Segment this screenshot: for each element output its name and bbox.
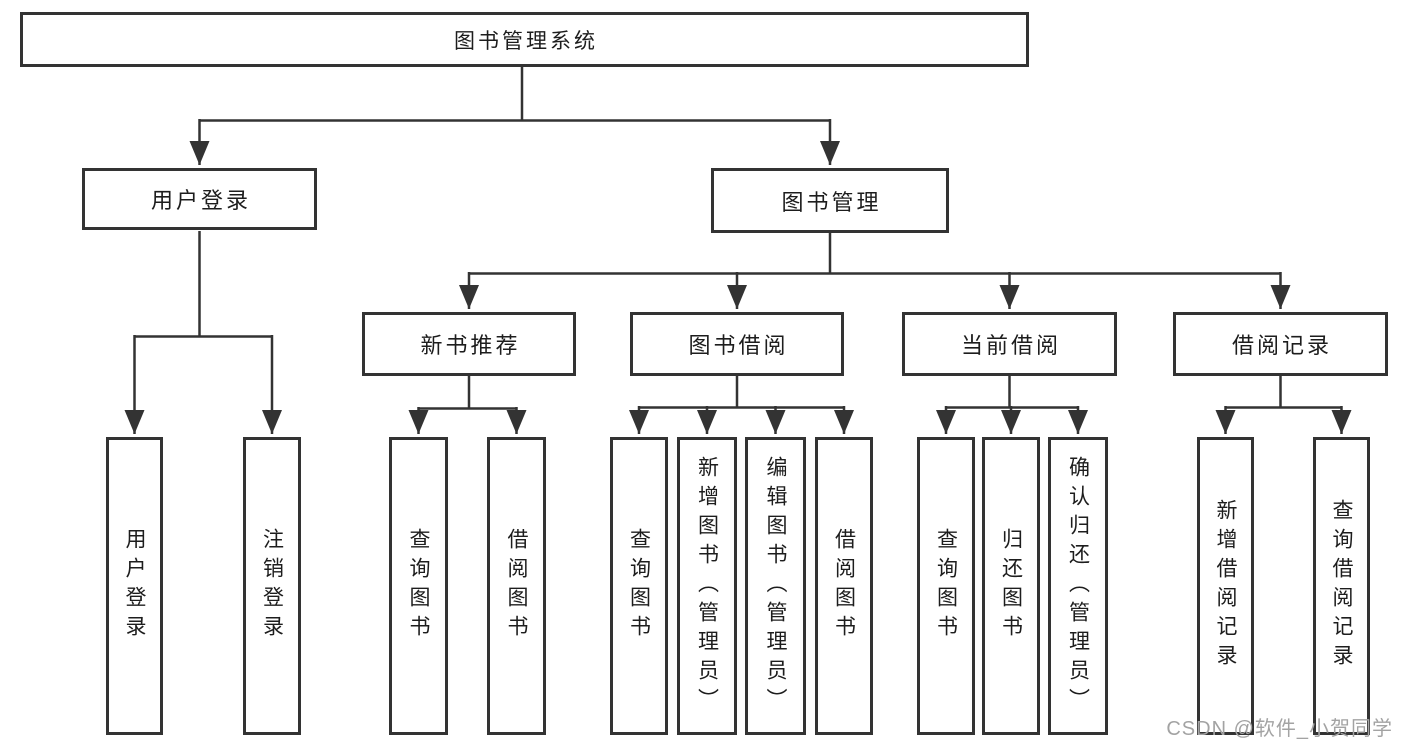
leaf-add-book-admin: 新增图书（管理员） xyxy=(677,437,737,735)
node-current-borrow: 当前借阅 xyxy=(902,312,1117,376)
leaf-confirm-return-admin: 确认归还（管理员） xyxy=(1048,437,1108,735)
node-book-borrow: 图书借阅 xyxy=(630,312,844,376)
leaf-user-login: 用户登录 xyxy=(106,437,163,735)
leaf-return-book: 归还图书 xyxy=(982,437,1040,735)
leaf-borrow-book-1: 借阅图书 xyxy=(487,437,546,735)
leaf-add-borrow-record: 新增借阅记录 xyxy=(1197,437,1254,735)
leaf-query-book-3: 查询图书 xyxy=(917,437,975,735)
csdn-watermark: CSDN @软件_小贺同学 xyxy=(1166,718,1393,740)
node-new-book-recommend: 新书推荐 xyxy=(362,312,576,376)
node-user-login: 用户登录 xyxy=(82,168,317,230)
leaf-logout: 注销登录 xyxy=(243,437,301,735)
root-node-library-system: 图书管理系统 xyxy=(20,12,1029,67)
leaf-query-borrow-record: 查询借阅记录 xyxy=(1313,437,1370,735)
leaf-query-book-2: 查询图书 xyxy=(610,437,668,735)
leaf-borrow-book-2: 借阅图书 xyxy=(815,437,873,735)
leaf-query-book-1: 查询图书 xyxy=(389,437,448,735)
leaf-edit-book-admin: 编辑图书（管理员） xyxy=(745,437,806,735)
node-book-management: 图书管理 xyxy=(711,168,949,233)
node-borrow-record: 借阅记录 xyxy=(1173,312,1388,376)
